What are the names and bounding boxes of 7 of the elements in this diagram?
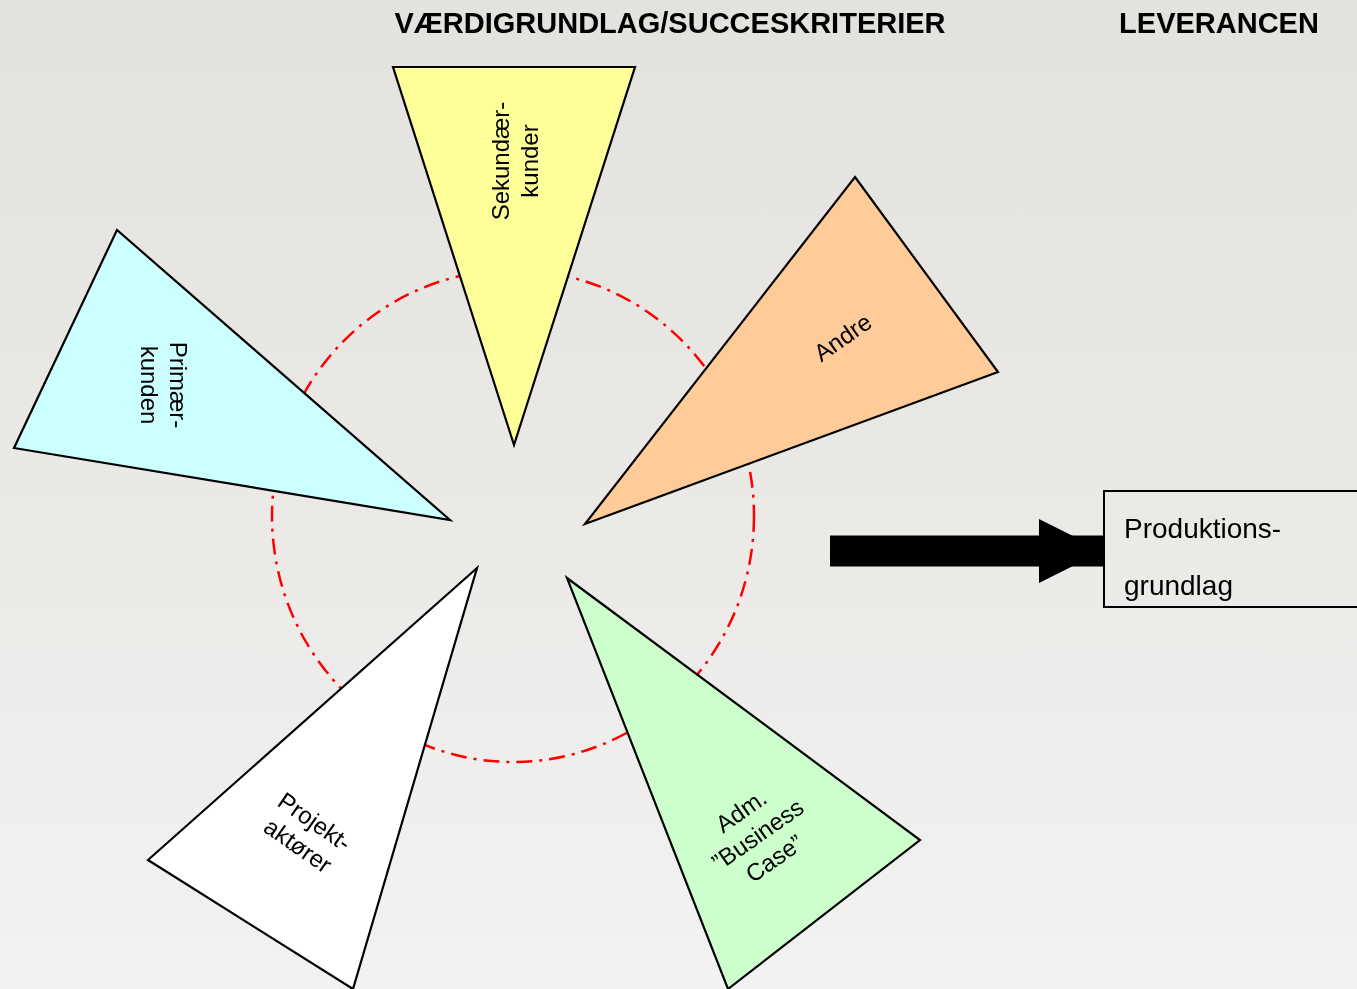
output-box	[1103, 490, 1357, 608]
column-heading: LEVERANCEN	[1119, 6, 1319, 40]
triangle-label: Sekundær- kunder	[487, 101, 544, 221]
box-label: Produktions- grundlag	[1124, 512, 1282, 603]
triangle-label: Primær- kunden	[135, 341, 192, 429]
column-heading: VÆRDIGRUNDLAG/SUCCESKRITERIER	[394, 6, 946, 40]
block-arrow	[830, 519, 1103, 583]
